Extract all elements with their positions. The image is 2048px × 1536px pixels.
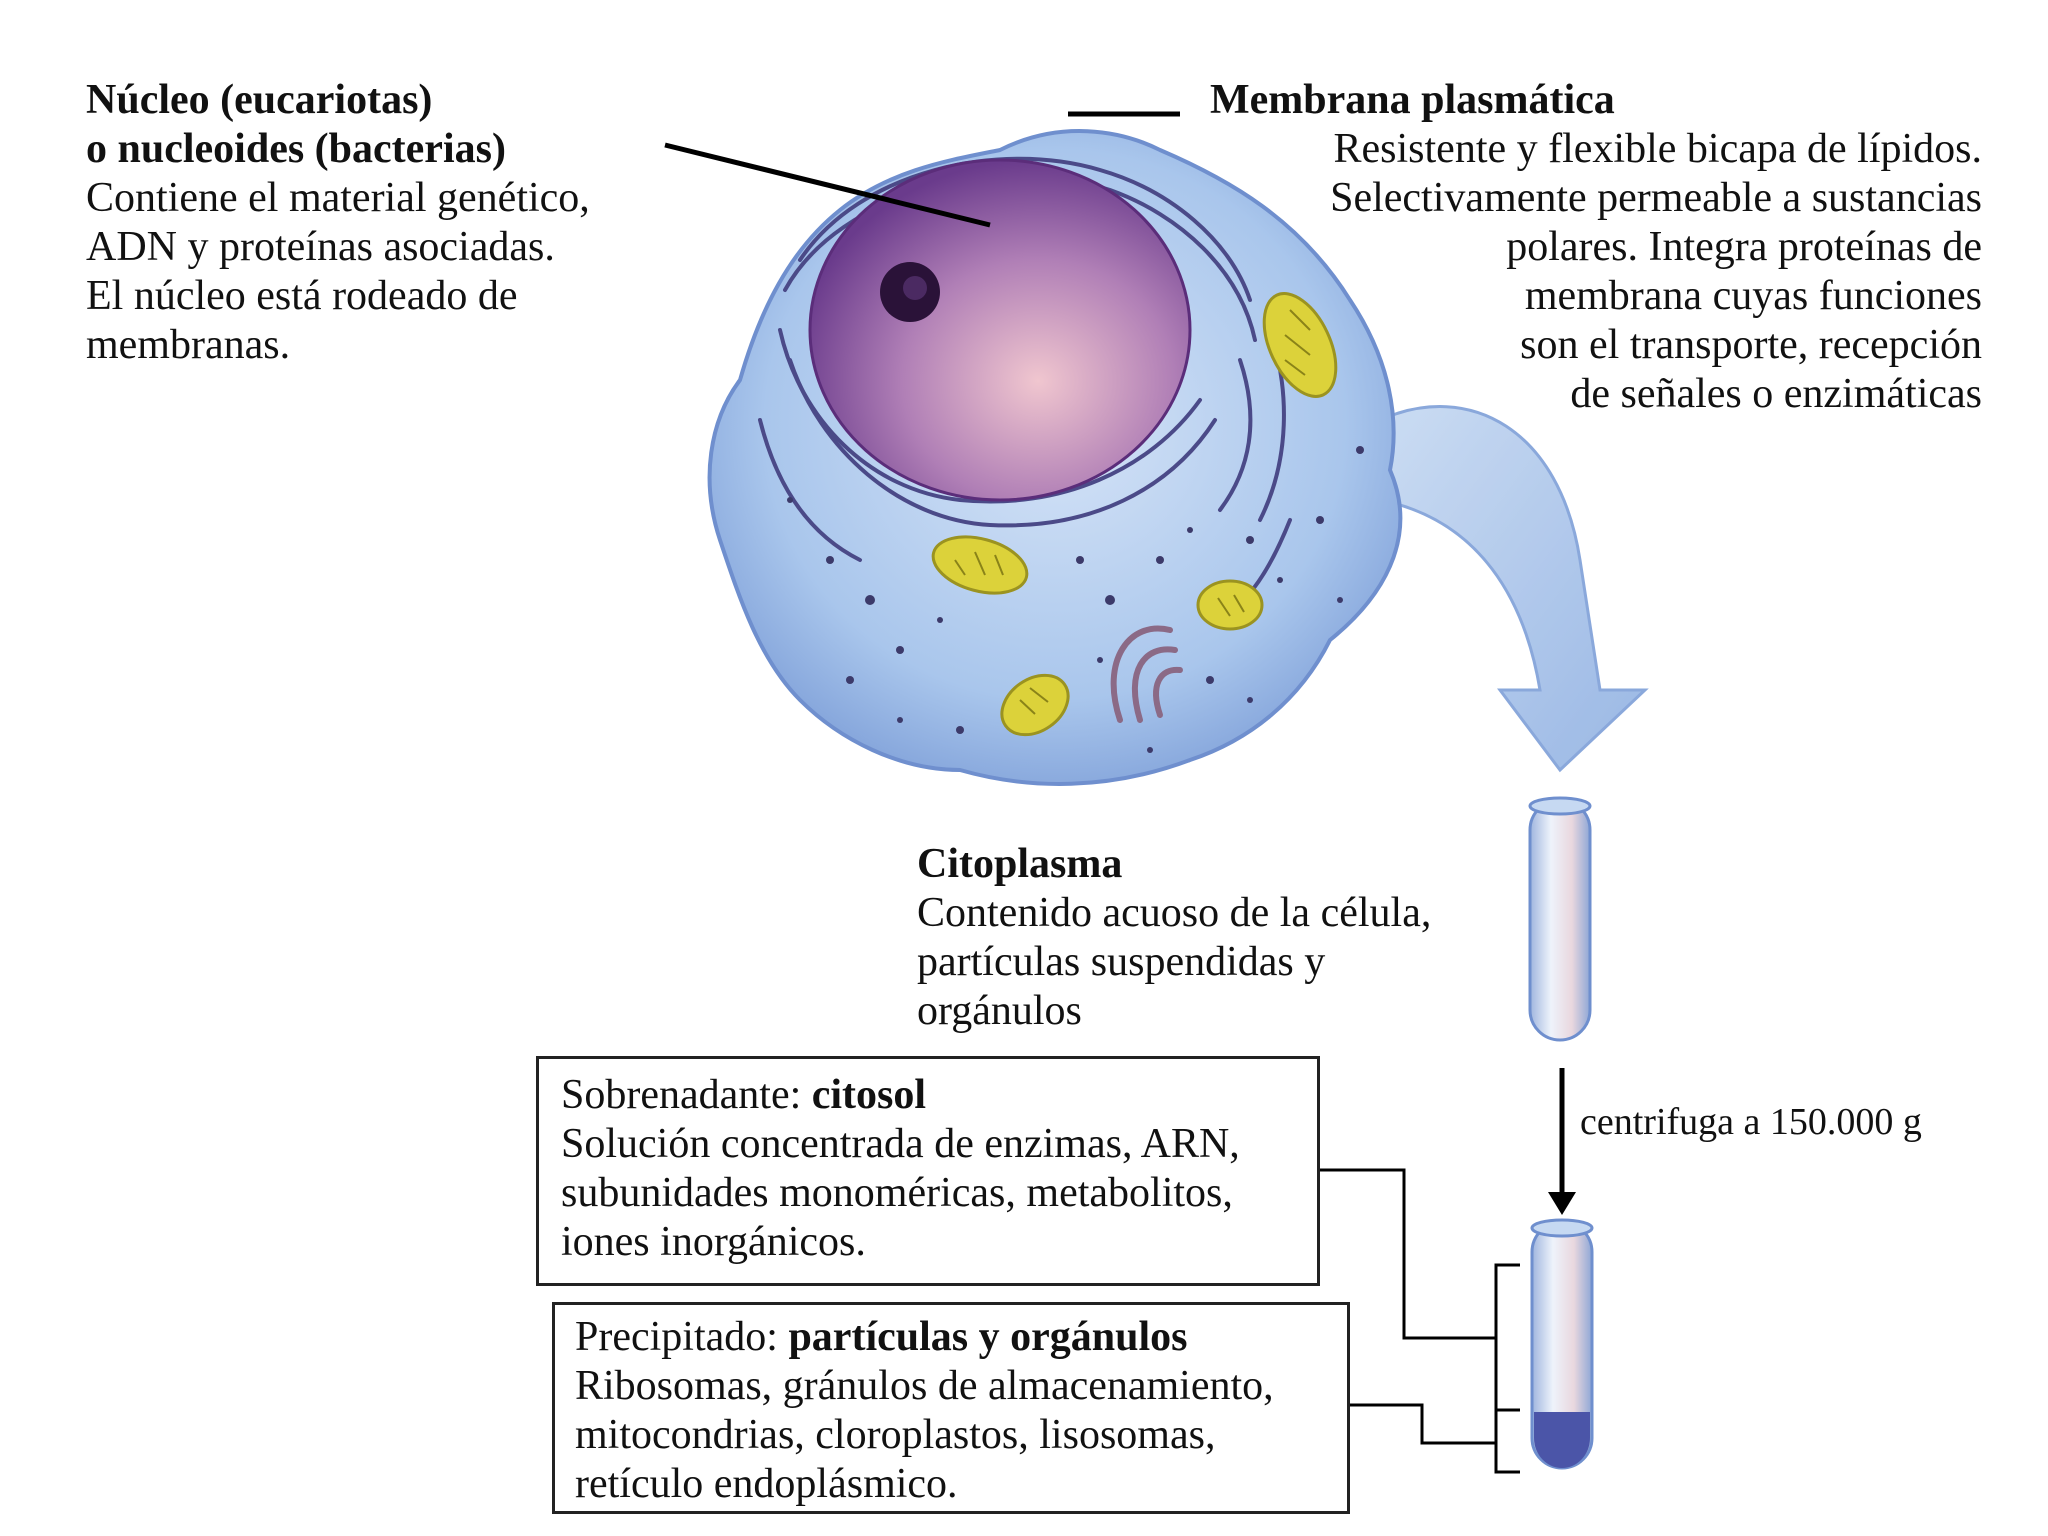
- nucleus-title-1: Núcleo (eucariotas): [86, 77, 433, 123]
- flow-arrow: [1378, 405, 1649, 773]
- nucleus-leader-line: [664, 142, 991, 228]
- tube-brackets: [1494, 1263, 1520, 1474]
- cytoplasm-desc-1: Contenido acuoso de la célula,: [917, 890, 1432, 936]
- precipitate-bold: partículas y orgánulos: [788, 1314, 1188, 1360]
- cytoplasm-desc-2: partículas suspendidas y: [917, 939, 1326, 985]
- golgi-apparatus: [1110, 625, 1183, 723]
- centrifuge-label: centrifuga a 150.000 g: [1580, 1101, 1922, 1143]
- supernatant-bold: citosol: [811, 1072, 927, 1118]
- nucleus-desc-4: membranas.: [86, 322, 291, 368]
- mitochondria: [931, 292, 1338, 737]
- cytoplasm-desc-3: orgánulos: [917, 988, 1082, 1034]
- test-tube-cytoplasm: [1528, 796, 1592, 1042]
- precipitate-box: Precipitado: partículas y orgánulos Ribo…: [552, 1302, 1350, 1514]
- nucleus-desc-1: Contiene el material genético,: [86, 175, 590, 221]
- supernatant-prefix: Sobrenadante:: [561, 1072, 812, 1118]
- membrane-desc-5: son el transporte, recepción: [1520, 322, 1982, 368]
- test-tube-centrifuged: [1530, 1218, 1594, 1470]
- membrane-desc-4: membrana cuyas funciones: [1524, 273, 1982, 319]
- supernatant-heading: Sobrenadante: citosol: [561, 1071, 1317, 1120]
- cytoplasm-title: Citoplasma: [917, 841, 1123, 887]
- membrane-desc-2: Selectivamente permeable a sustancias: [1330, 175, 1982, 221]
- nucleus-title-2: o nucleoides (bacterias): [86, 126, 506, 172]
- membrane-desc-3: polares. Integra proteínas de: [1506, 224, 1982, 270]
- precipitate-heading: Precipitado: partículas y orgánulos: [575, 1313, 1347, 1362]
- membrane-desc-1: Resistente y flexible bicapa de lípidos.: [1333, 126, 1983, 172]
- nucleus-desc-3: El núcleo está rodeado de: [86, 273, 518, 319]
- cytoplasm-granules: [787, 446, 1364, 753]
- precipitate-desc-3: retículo endoplásmico.: [575, 1461, 958, 1507]
- supernatant-desc-1: Solución concentrada de enzimas, ARN,: [561, 1121, 1240, 1167]
- membrane-title: Membrana plasmática: [1210, 77, 1615, 123]
- nucleus: [808, 158, 1192, 502]
- nucleus-desc-2: ADN y proteínas asociadas.: [86, 224, 555, 270]
- supernatant-box: Sobrenadante: citosol Solución concentra…: [536, 1056, 1320, 1286]
- supernatant-desc-3: iones inorgánicos.: [561, 1219, 866, 1265]
- connector-lines: [1319, 1168, 1496, 1445]
- precipitate-desc-2: mitocondrias, cloroplastos, lisosomas,: [575, 1412, 1216, 1458]
- supernatant-desc-2: subunidades monoméricas, metabolitos,: [561, 1170, 1233, 1216]
- membrane-desc-6: de señales o enzimáticas: [1570, 371, 1982, 417]
- precipitate-prefix: Precipitado:: [575, 1314, 789, 1360]
- precipitate-desc-1: Ribosomas, gránulos de almacenamiento,: [575, 1363, 1274, 1409]
